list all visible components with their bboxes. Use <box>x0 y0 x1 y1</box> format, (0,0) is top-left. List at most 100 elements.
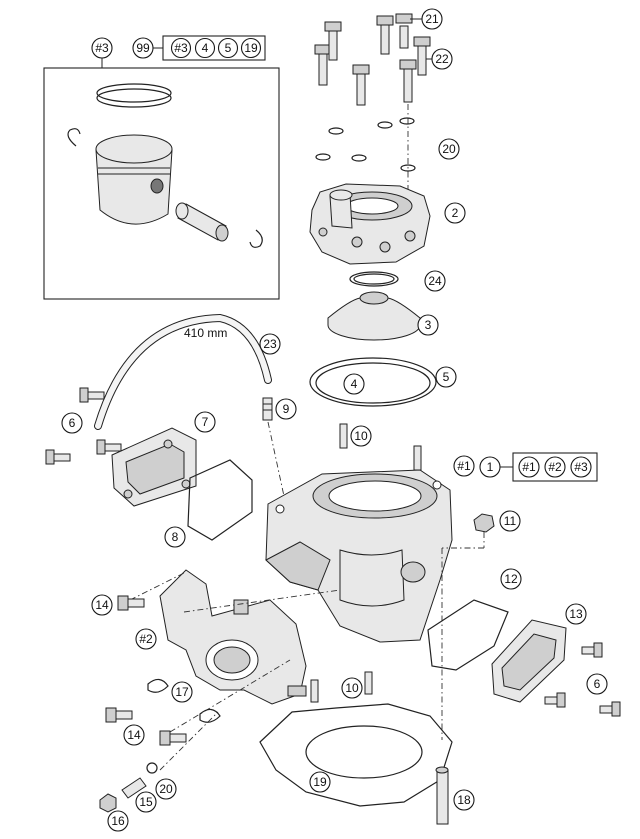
callout-2-label: 2 <box>452 206 459 220</box>
callout-piston-kit-label: #3 <box>95 41 109 55</box>
piston <box>95 134 173 225</box>
callout-10-top: 10 <box>350 425 372 447</box>
set-member-label: #3 <box>574 460 588 474</box>
callout-15-label: 15 <box>139 795 153 809</box>
callout-8-label: 8 <box>172 530 179 544</box>
o-ring-inner <box>353 273 395 285</box>
combustion-chamber-insert <box>327 291 421 341</box>
callout-13: 13 <box>565 603 587 625</box>
set-member-label: #2 <box>548 460 562 474</box>
cylinder-set-legend: 1 #1 #2 #3 <box>479 452 598 482</box>
callout-10-bottom: 10 <box>341 677 363 699</box>
head-washers <box>315 117 416 172</box>
head-gasket-outer <box>309 357 437 407</box>
callout-15: 15 <box>135 791 157 813</box>
piston-kit-box <box>43 67 280 300</box>
callout-14-label: 14 <box>127 728 141 742</box>
callout-20-top: 20 <box>438 138 460 160</box>
callout-21: 21 <box>410 8 443 30</box>
callout-17-label: 17 <box>175 685 189 699</box>
hose-nipple <box>262 397 288 511</box>
callout-cylinder: #1 <box>453 455 475 477</box>
callout-7: 7 <box>194 411 216 433</box>
bolt-14-lower-a <box>105 707 133 723</box>
callout-7-label: 7 <box>202 415 209 429</box>
callout-12-label: 12 <box>504 572 518 586</box>
callout-22: 22 <box>426 48 453 70</box>
piston-ring-top <box>96 83 172 103</box>
callout-exhaust-valve: #2 <box>135 628 157 650</box>
piston-pin <box>175 202 229 242</box>
head-gasket-inner <box>315 362 431 404</box>
circlip-right <box>249 229 263 248</box>
callout-23-label: 23 <box>263 337 277 351</box>
callout-18-label: 18 <box>457 793 471 807</box>
hose-length-label: 410 mm <box>184 326 227 340</box>
set-member-label: #1 <box>522 460 536 474</box>
bolt-14-lower-b <box>159 730 187 746</box>
callout-cylinder-label: #1 <box>457 459 471 473</box>
callout-3: 3 <box>417 314 439 336</box>
set-member-label: 5 <box>225 41 232 55</box>
callout-8: 8 <box>164 526 186 548</box>
callout-11: 11 <box>499 510 521 532</box>
cylinder-set-members-box <box>512 452 598 482</box>
clip-17b <box>199 708 221 723</box>
clip-17 <box>147 678 169 693</box>
callout-23: 23 <box>259 333 281 355</box>
cover-screws-left <box>45 387 122 465</box>
callout-20-bottom: 20 <box>155 778 177 800</box>
callout-14-label: 14 <box>95 598 109 612</box>
callout-16: 16 <box>107 810 129 832</box>
callout-9-label: 9 <box>283 402 290 416</box>
callout-20-label: 20 <box>159 782 173 796</box>
callout-2: 2 <box>444 202 466 224</box>
callout-24-label: 24 <box>428 274 442 288</box>
cylinder-head <box>309 183 431 265</box>
callout-4: 4 <box>343 373 365 395</box>
stud-15 <box>121 777 147 799</box>
callout-19-label: 19 <box>313 775 327 789</box>
circlip-left <box>67 128 81 147</box>
exhaust-valve-assembly <box>129 569 341 771</box>
callout-9: 9 <box>275 398 297 420</box>
set-callout-99: 99 <box>136 41 150 55</box>
callout-6-label: 6 <box>594 677 601 691</box>
callout-5-label: 5 <box>443 370 450 384</box>
control-cover-left <box>111 427 197 507</box>
callout-3-label: 3 <box>425 318 432 332</box>
set-member-label: 19 <box>244 41 258 55</box>
base-gasket <box>259 703 453 807</box>
callout-20-label: 20 <box>442 142 456 156</box>
callout-6-label: 6 <box>69 416 76 430</box>
cover-gasket-left <box>187 459 253 541</box>
cylinder-head-bolts <box>314 13 431 190</box>
piston-kit-group: #3 <box>43 37 280 300</box>
bolt-14-upper <box>117 595 145 611</box>
callout-6-right: 6 <box>586 673 608 695</box>
callout-10-label: 10 <box>354 429 368 443</box>
callout-16-label: 16 <box>111 814 125 828</box>
callout-17: 17 <box>171 681 193 703</box>
set-callout-1: 1 <box>487 460 494 474</box>
callout-18: 18 <box>453 789 475 811</box>
callout-22-label: 22 <box>435 52 449 66</box>
stud-18 <box>435 766 449 825</box>
o-ring <box>349 271 399 287</box>
cylinder <box>265 469 453 643</box>
callout-14-upper: 14 <box>91 594 113 616</box>
control-cover-right <box>491 619 567 703</box>
piston-set-members-box <box>162 35 266 61</box>
nut-16 <box>99 793 117 813</box>
callout-4-label: 4 <box>351 377 358 391</box>
callout-14-lower: 14 <box>123 724 145 746</box>
base-gasket-bore <box>305 725 423 779</box>
callout-19: 19 <box>309 771 331 793</box>
set-member-label: #3 <box>174 41 188 55</box>
cover-screws-right <box>544 642 621 717</box>
callout-24: 24 <box>424 270 446 292</box>
flange-nut <box>441 513 495 740</box>
dowel-pins <box>310 423 422 703</box>
cover-gasket-right <box>427 599 509 671</box>
